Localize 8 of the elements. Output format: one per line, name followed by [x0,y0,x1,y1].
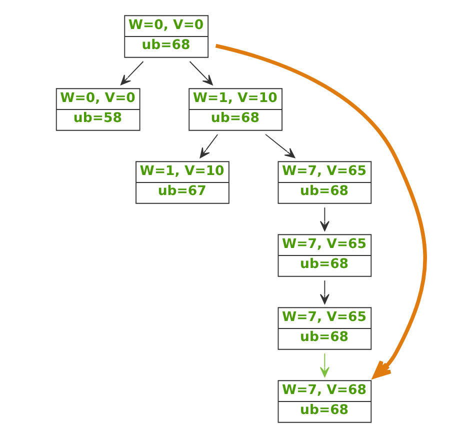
arrow [320,353,330,378]
arrow [320,280,330,304]
arrow [265,134,296,158]
arrow [215,44,427,379]
arrow [320,207,330,232]
arrow [120,61,144,86]
arrow [200,134,218,158]
arrow [189,61,213,86]
